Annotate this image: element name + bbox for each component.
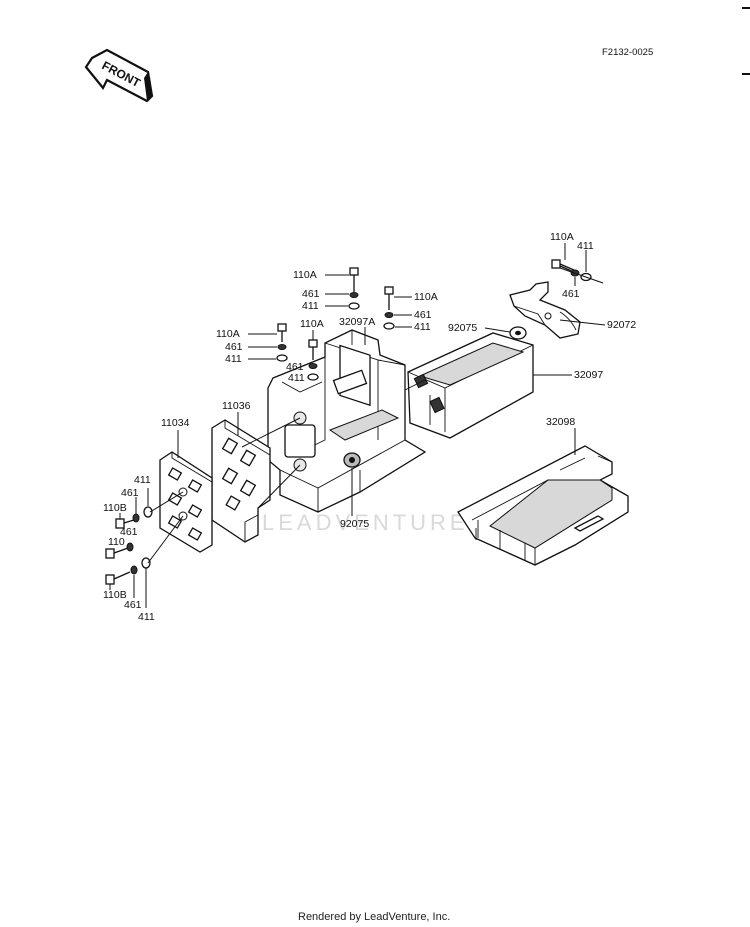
footer-credit: Rendered by LeadVenture, Inc. [298,911,450,923]
registration-marks [742,7,750,75]
callout-110a-m1: 110A [293,269,317,281]
callout-461-top: 461 [562,288,580,300]
callout-411-m1: 411 [302,300,319,312]
bolt-110-l2 [105,547,129,559]
callout-110a-top: 110A [550,231,574,243]
washer-461-m3 [277,344,287,350]
callout-110b-l1: 110B [103,502,127,514]
battery-case-32098 [457,445,629,566]
washer-411-m4 [307,373,319,381]
gasket-11036 [211,419,271,543]
callout-110a-m3: 110A [216,328,240,340]
callout-461-l1: 461 [121,487,139,499]
callout-32097a: 32097A [339,316,375,328]
collar-92075-bottom [343,452,361,468]
callout-461-m2: 461 [414,309,432,321]
callout-11034: 11034 [161,417,190,429]
bolt-110b-l3 [105,571,131,585]
callout-411-top: 411 [577,240,594,252]
callout-92075-top: 92075 [448,322,477,334]
bolt-110a-m1 [349,267,359,292]
callout-411-m2: 411 [414,321,431,333]
callout-411-l1: 411 [134,474,151,486]
callout-461-m4: 461 [286,361,304,373]
bolt-110a-m3 [277,323,287,342]
washer-411-m1 [348,302,360,310]
washer-411-l3 [141,557,151,569]
washer-461-m4 [308,363,318,369]
callout-411-m3: 411 [225,353,242,365]
bolt-110a-top [551,259,575,273]
callout-110b-l3: 110B [103,589,127,601]
callout-461-m3: 461 [225,341,243,353]
front-arrow-icon: FRONT [84,48,154,103]
callout-110-l2: 110 [108,536,125,548]
callout-110a-m4: 110A [300,318,324,330]
washer-461-l3 [130,565,138,575]
callout-461-m1: 461 [302,288,320,300]
cover-plate-11034 [159,451,213,553]
washer-461-l2 [126,542,134,552]
battery-tray-32097 [407,332,534,439]
callout-411-l3: 411 [138,611,155,623]
washer-411-l1 [143,506,153,518]
callout-411-m4: 411 [288,372,305,384]
callout-11036: 11036 [222,400,251,412]
callout-92075-bottom: 92075 [340,518,369,530]
washer-411-m2 [383,322,395,330]
callout-92072: 92072 [607,319,636,331]
diagram-code: F2132-0025 [602,47,653,58]
callout-461-l3: 461 [124,599,142,611]
washer-461-m1 [349,292,359,298]
collar-92075-top [509,326,527,340]
bracket-92072 [509,281,581,339]
washer-411-m3 [276,354,288,362]
washer-461-l1 [132,513,140,523]
battery-frame-32097a [267,329,427,513]
callout-32097: 32097 [574,369,603,381]
bolt-110a-m2 [384,286,394,310]
bolt-110a-m4 [308,339,318,360]
washer-461-m2 [384,312,394,318]
callout-461-l2: 461 [120,526,138,538]
watermark: LEADVENTURE [262,510,469,535]
callout-32098: 32098 [546,416,575,428]
callout-110a-m2: 110A [414,291,438,303]
